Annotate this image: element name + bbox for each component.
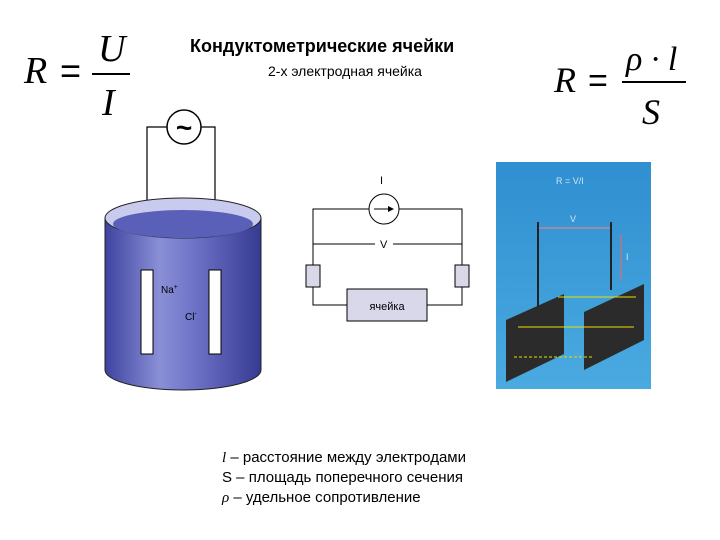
legend-item-s: S – площадь поперечного сечения (222, 469, 463, 486)
voltage-label: V (380, 239, 388, 251)
formula-numerator: ρ · l (625, 41, 677, 78)
legend-item-l: l – расстояние между электродами (222, 449, 466, 466)
ammeter-arrowhead (388, 206, 394, 212)
ion-anion: Cl- (185, 311, 197, 323)
formula-eq: = (588, 62, 608, 100)
plate-left (506, 294, 564, 382)
formula-denominator: S (642, 92, 660, 132)
legend: l – расстояние между электродами S – пло… (222, 448, 466, 508)
cell-box (346, 288, 428, 322)
formula-resistivity: R = ρ · l S (553, 41, 686, 132)
formula-ohm-law: R = U I (23, 28, 130, 124)
cylinder-body (104, 217, 262, 391)
wire-bottom-left (312, 287, 347, 306)
electrode-right (454, 264, 470, 288)
current-label: I (380, 175, 383, 187)
legend-item-rho: ρ – удельное сопротивление (222, 489, 421, 506)
electrode-photo-panel: R = V/I V I (496, 162, 651, 389)
electrode-right (208, 269, 222, 355)
page-title: Кондуктометрические ячейки (190, 36, 455, 56)
electrode-left (305, 264, 321, 288)
wire-top-right (399, 208, 463, 265)
ion-cation: Na+ (161, 284, 178, 296)
formula-lhs: R (553, 60, 576, 100)
wire-top-left (312, 208, 369, 210)
formula-eq: = (60, 50, 81, 91)
cell-label: ячейка (369, 301, 405, 313)
i-label: I (626, 252, 629, 262)
measurement-circuit: I V ячейка (305, 175, 470, 322)
conductivity-cell-diagram: ~ Na+ Cl- (104, 109, 262, 391)
electrode-left (140, 269, 154, 355)
wire-bottom-right (427, 287, 463, 306)
cylinder-inner (113, 210, 253, 238)
page-subtitle: 2-х электродная ячейка (268, 63, 422, 79)
formula-denominator: I (101, 82, 117, 124)
voltage-label-bg (375, 237, 393, 251)
ac-symbol: ~ (176, 112, 192, 143)
formula-lhs: R (23, 50, 47, 92)
photo-formula: R = V/I (556, 176, 584, 186)
formula-numerator: U (98, 28, 128, 70)
v-label: V (570, 214, 576, 224)
